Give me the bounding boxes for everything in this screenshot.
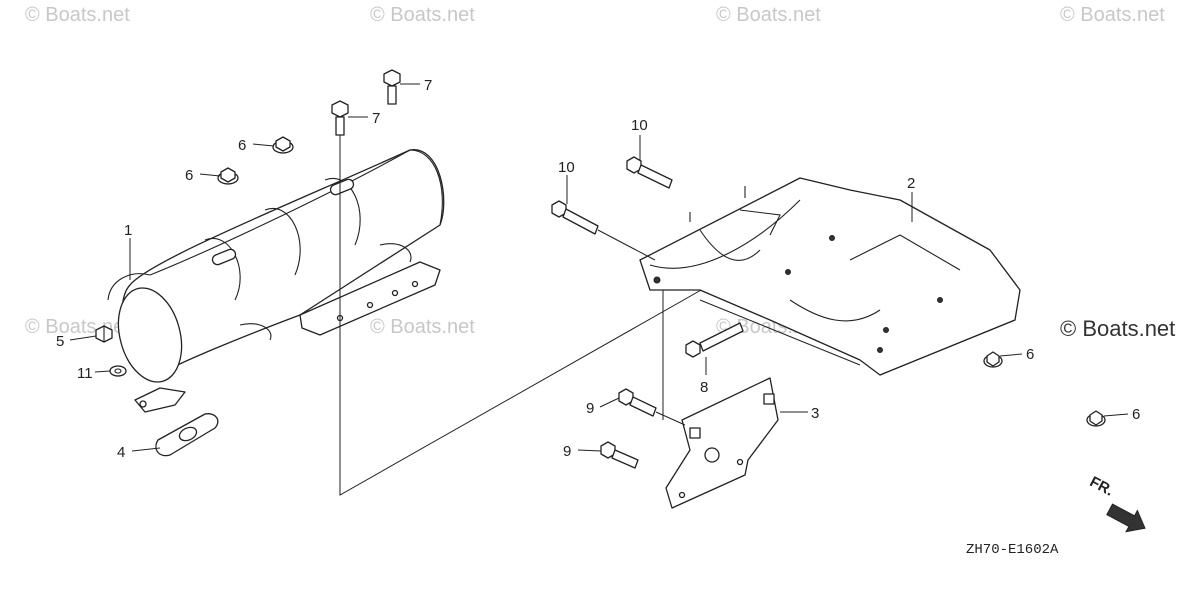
diagram-code: ZH70-E1602A xyxy=(966,542,1059,558)
assembly-line xyxy=(339,135,711,496)
callout-6a: 6 xyxy=(185,167,193,184)
callout-6b: 6 xyxy=(238,137,246,154)
flange-nut-6a xyxy=(217,167,239,185)
bolt-7b xyxy=(331,100,349,136)
callout-9a: 9 xyxy=(586,400,594,417)
callout-9b: 9 xyxy=(563,443,571,460)
watermark: © Boats.net xyxy=(716,4,821,26)
flange-nut-6b xyxy=(272,136,294,154)
muffler-protector xyxy=(107,149,445,413)
bolt-7a xyxy=(383,69,401,105)
bolt-8 xyxy=(685,322,744,358)
watermark: © Boats.net xyxy=(370,4,475,26)
callout-4: 4 xyxy=(117,444,125,461)
callout-6c: 6 xyxy=(1026,346,1034,363)
bolt-9b xyxy=(600,441,639,469)
muffler-cover xyxy=(639,177,1021,376)
watermark: © Boats.net xyxy=(25,4,130,26)
callout-7b: 7 xyxy=(372,110,380,127)
watermark: © Boats.net xyxy=(370,316,475,338)
callout-8: 8 xyxy=(700,379,708,396)
callout-5: 5 xyxy=(56,333,64,350)
front-direction-arrow: FR. xyxy=(1087,473,1146,533)
callout-2: 2 xyxy=(907,175,915,192)
bolt-10b xyxy=(551,200,599,235)
callout-11: 11 xyxy=(77,365,93,382)
callout-7a: 7 xyxy=(424,77,432,94)
gasket xyxy=(155,413,219,457)
callout-1: 1 xyxy=(124,222,132,239)
nut-5 xyxy=(95,325,113,343)
watermark-dark: © Boats.net xyxy=(1060,316,1176,341)
front-label: FR. xyxy=(1087,473,1116,499)
flange-nut-6c xyxy=(983,351,1003,368)
callout-10b: 10 xyxy=(558,159,575,176)
callout-leaders xyxy=(69,83,1129,452)
watermark: © Boats.net xyxy=(1060,4,1165,26)
callout-6d: 6 xyxy=(1132,406,1140,423)
flange-nut-6d xyxy=(1086,410,1106,427)
callout-10a: 10 xyxy=(631,117,648,134)
bracket-plate xyxy=(665,377,779,509)
leader-bolt-10b xyxy=(597,229,656,261)
leader-bolt-9a xyxy=(655,411,686,426)
bolt-9a xyxy=(618,388,657,417)
bolt-10a xyxy=(626,156,673,189)
washer-11 xyxy=(109,365,127,377)
callout-3: 3 xyxy=(811,405,819,422)
